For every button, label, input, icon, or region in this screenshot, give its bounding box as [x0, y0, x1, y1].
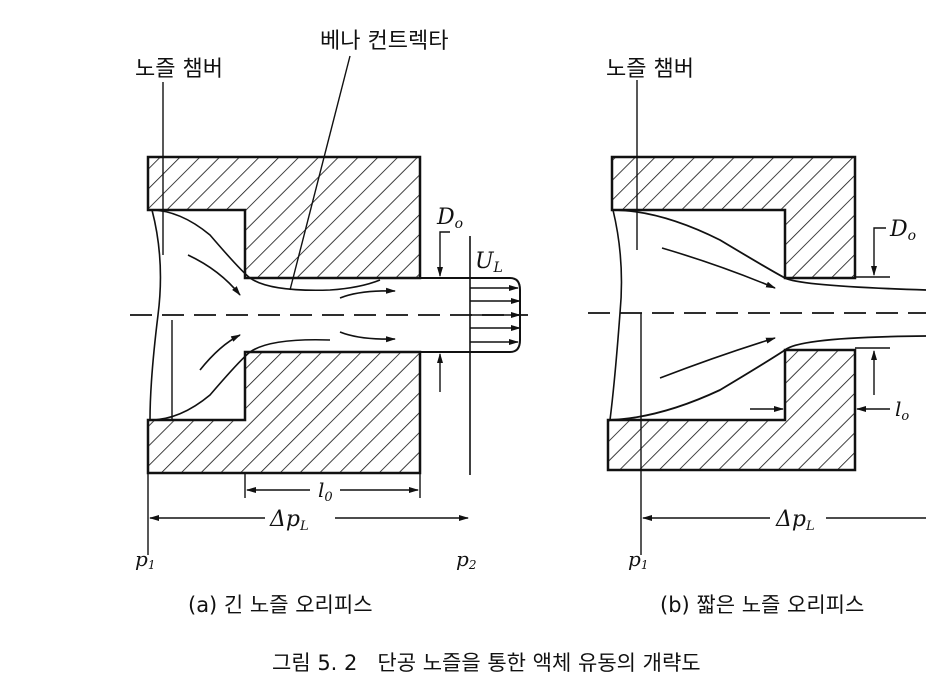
jet-lower [609, 335, 926, 421]
orifice-diameter-label: Do [436, 205, 463, 232]
p2-label: p2 [456, 547, 476, 572]
upper-nozzle-wall [610, 155, 857, 280]
vena-contracta-leader [289, 55, 351, 291]
jet-velocity-label: UL [475, 249, 503, 276]
lower-nozzle-wall [146, 350, 422, 475]
panel-a-labels: 노즐 챔버 베나 컨트렉타 Do UL l0 ΔpL p1 p2 (a) 긴 노… [135, 29, 503, 617]
p1-label: p1 [135, 547, 155, 572]
flow-arrow [659, 337, 776, 379]
orifice-length-label: l0 [318, 478, 333, 505]
figure-caption: 그림 5. 2 단공 노즐을 통한 액체 유동의 개략도 [272, 651, 701, 675]
jet-upper [611, 209, 926, 291]
flow-arrow [199, 334, 241, 371]
panel-b-short-orifice [588, 80, 926, 555]
nozzle-chamber-label: 노즐 챔버 [135, 57, 223, 82]
flow-arrow [661, 247, 776, 289]
orifice-diameter-label: Do [889, 217, 916, 244]
velocity-profile-arrows [470, 285, 521, 345]
chamber-surface [609, 209, 623, 421]
lower-nozzle-wall [606, 348, 857, 472]
flow-arrow [187, 254, 241, 296]
orifice-length-label: lo [895, 397, 909, 424]
pressure-drop-label: ΔpL [775, 507, 815, 534]
flow-arrow [339, 287, 396, 299]
nozzle-chamber-label: 노즐 챔버 [606, 57, 694, 82]
pressure-drop-label: ΔpL [269, 507, 309, 534]
vena-contracta-label: 베나 컨트렉타 [320, 29, 448, 54]
chamber-surface [149, 209, 162, 421]
panel-a-long-orifice [130, 55, 528, 555]
streamline-lower [149, 338, 331, 421]
panel-b-labels: 노즐 챔버 Do lo ΔpL p1 (b) 짧은 노즐 오리피스 [606, 57, 916, 617]
flow-arrow [339, 331, 396, 343]
upper-nozzle-wall [146, 155, 422, 280]
panel-a-title: (a) 긴 노즐 오리피스 [188, 593, 373, 617]
panel-b-title: (b) 짧은 노즐 오리피스 [660, 593, 864, 617]
streamline-upper [149, 209, 381, 292]
p1-label: p1 [628, 547, 648, 572]
